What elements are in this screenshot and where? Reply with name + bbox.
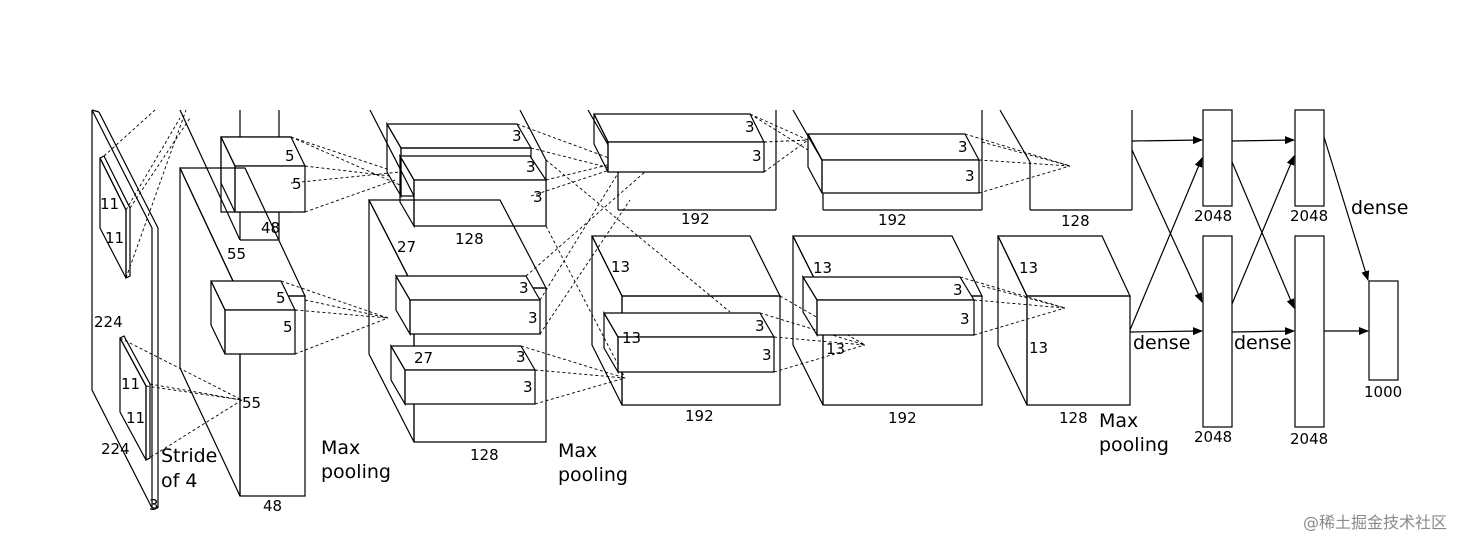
conv1-depth-label: 48 xyxy=(261,219,280,237)
dense-label: dense xyxy=(1351,197,1408,219)
conv2-depth-label: 128 xyxy=(455,230,484,248)
conv2-kernel-label: 3 xyxy=(528,309,538,327)
conv5-size-label: 13 xyxy=(1019,259,1038,277)
conv3-size-label: 13 xyxy=(611,258,630,276)
kernel-11-label: 11 xyxy=(100,195,119,213)
conv1-kernel-label: 5 xyxy=(276,289,286,307)
conv2-depth-label: 128 xyxy=(470,446,499,464)
conv3-kernel-label: 3 xyxy=(752,147,762,165)
conv5-depth-label: 128 xyxy=(1059,409,1088,427)
watermark: @稀土掘金技术社区 xyxy=(1303,513,1447,532)
conv3-kernel-label: 3 xyxy=(755,317,765,335)
conv1-kernel-label: 5 xyxy=(283,318,293,336)
stride-label: of 4 xyxy=(161,470,197,492)
conv5-size-label: 13 xyxy=(1029,339,1048,357)
conv4-layer xyxy=(792,109,983,406)
conv3-depth-label: 192 xyxy=(681,210,710,228)
max-pooling-label: Max xyxy=(1099,410,1138,432)
conv3-depth-label: 192 xyxy=(685,407,714,425)
conv2-layer xyxy=(368,109,548,443)
fc6-size-label: 2048 xyxy=(1194,207,1232,225)
conv1-depth-label: 48 xyxy=(263,497,282,515)
dense-label: dense xyxy=(1234,332,1291,354)
conv3-size-label: 13 xyxy=(622,329,641,347)
conv5-layer xyxy=(997,109,1133,406)
kernel-11-label: 11 xyxy=(105,229,124,247)
conv2-kernel-label: 3 xyxy=(516,348,526,366)
conv3-kernel-label: 3 xyxy=(762,346,772,364)
conv2-kernel-label: 3 xyxy=(526,158,536,176)
conv5-depth-label: 128 xyxy=(1061,212,1090,230)
kernel-11-label: 11 xyxy=(126,409,145,427)
conv4-kernel-label: 3 xyxy=(965,167,975,185)
max-pooling-label: pooling xyxy=(321,461,391,483)
conv1-size-label: 55 xyxy=(242,394,261,412)
conv4-kernel-label: 3 xyxy=(958,138,968,156)
input-size-bottom-label: 224 xyxy=(101,440,130,458)
conv3-layer xyxy=(587,109,781,406)
conv1-layer xyxy=(179,109,306,497)
fc6-size-label: 2048 xyxy=(1194,428,1232,446)
dense-arrows xyxy=(1129,136,1370,336)
conv1-kernel-label: 5 xyxy=(285,147,295,165)
conv4-kernel-label: 3 xyxy=(953,281,963,299)
conv2-dashed-connections xyxy=(516,123,731,405)
conv2-kernel-label: 3 xyxy=(533,188,543,206)
conv4-kernel-label: 3 xyxy=(960,310,970,328)
conv1-size-label: 55 xyxy=(227,245,246,263)
max-pooling-label: Max xyxy=(558,440,597,462)
max-pooling-label: pooling xyxy=(558,464,628,486)
output-size-label: 1000 xyxy=(1364,383,1402,401)
max-pooling-label: Max xyxy=(321,437,360,459)
conv2-kernel-label: 3 xyxy=(512,127,522,145)
conv4-depth-label: 192 xyxy=(888,409,917,427)
conv2-kernel-label: 3 xyxy=(523,378,533,396)
fc7-size-label: 2048 xyxy=(1290,207,1328,225)
max-pooling-label: pooling xyxy=(1099,434,1169,456)
conv4-size-label: 13 xyxy=(813,259,832,277)
dense-layers xyxy=(1202,109,1399,428)
kernel-11-label: 11 xyxy=(121,375,140,393)
conv4-size-label: 13 xyxy=(826,340,845,358)
conv1-kernel-label: 5 xyxy=(292,175,302,193)
conv4-depth-label: 192 xyxy=(878,211,907,229)
conv3-kernel-label: 3 xyxy=(745,118,755,136)
input-size-side-label: 224 xyxy=(94,313,123,331)
conv3-dashed-connections xyxy=(749,113,866,373)
input-channels-label: 3 xyxy=(149,496,159,514)
dense-label: dense xyxy=(1133,332,1190,354)
conv2-size-label: 27 xyxy=(397,238,416,256)
conv1-dashed-connections xyxy=(280,136,401,355)
conv2-kernel-label: 3 xyxy=(519,279,529,297)
fc7-size-label: 2048 xyxy=(1290,430,1328,448)
diagram-labels: 224 224 3 11 11 11 11 Stride of 4 55 55 … xyxy=(94,118,1447,532)
stride-label: Stride xyxy=(161,445,217,467)
conv2-size-label: 27 xyxy=(414,349,433,367)
